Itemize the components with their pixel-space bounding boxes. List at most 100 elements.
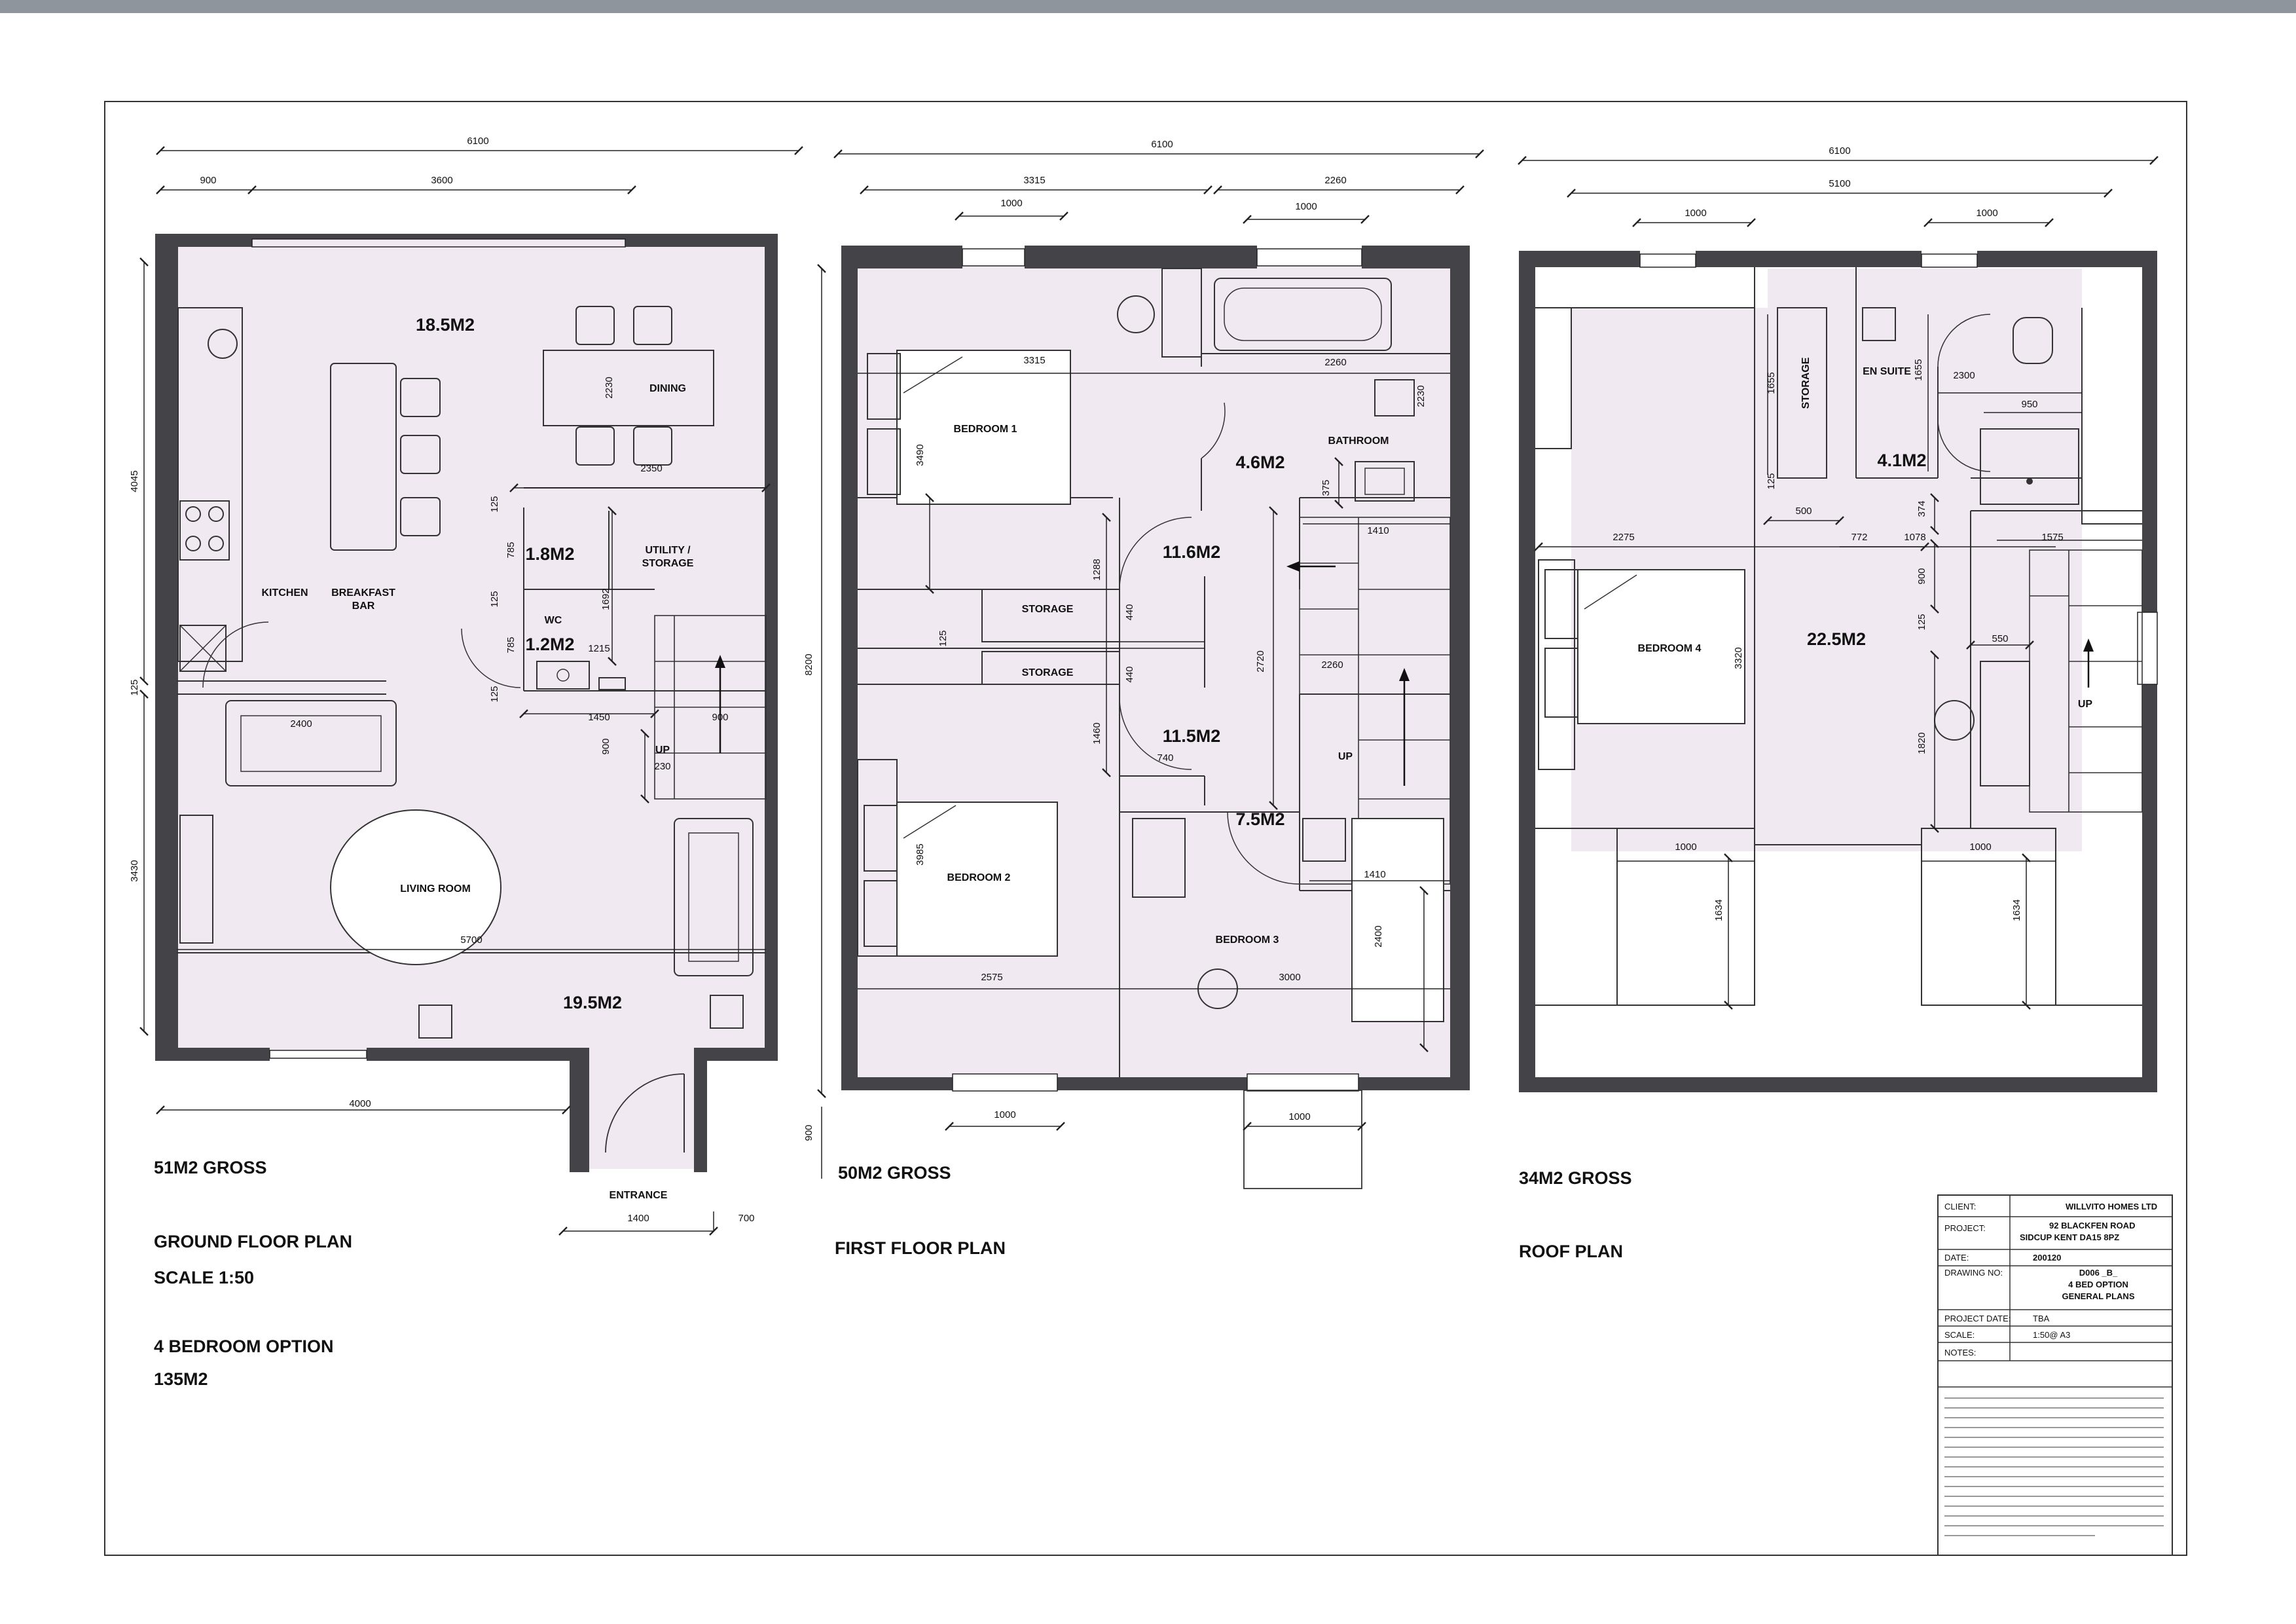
ground-total: 135M2 xyxy=(154,1369,208,1389)
first-dim-1288: 1288 xyxy=(1091,559,1102,580)
roof-upper-fill xyxy=(1768,268,2082,314)
label-bedroom-1: BEDROOM 1 xyxy=(954,424,1017,435)
tb-scale-value: 1:50@ A3 xyxy=(2033,1330,2070,1340)
area-wc: 1.2M2 xyxy=(525,635,574,654)
ensuite-toilet xyxy=(2013,317,2053,364)
label-bedroom-3: BEDROOM 3 xyxy=(1216,934,1279,946)
ground-dim-125b: 125 xyxy=(489,591,500,607)
bed-4 xyxy=(1577,569,1745,724)
roof-dim-1000b: 1000 xyxy=(1976,208,1997,219)
roof-eaves xyxy=(1535,307,2142,1006)
first-floor-plan: 6100 3315 2260 1000 1000 3315 2260 2230 … xyxy=(803,139,1484,1258)
roof-gross: 34M2 GROSS xyxy=(1519,1168,1632,1188)
first-dim-375: 375 xyxy=(1321,479,1332,496)
tb-projdate-label: PROJECT DATE: xyxy=(1944,1314,2011,1323)
roof-dim-overall: 6100 xyxy=(1829,145,1850,157)
ground-dim-overall: 6100 xyxy=(467,136,488,147)
label-bathroom: BATHROOM xyxy=(1328,435,1389,447)
label-entrance: ENTRANCE xyxy=(610,1190,668,1201)
tb-date-label: DATE: xyxy=(1944,1253,1969,1263)
breakfast-bar xyxy=(330,363,397,551)
entrance-fill xyxy=(586,1058,694,1169)
tv-unit xyxy=(179,815,213,944)
roof-dimension-lines xyxy=(1518,156,2159,1010)
wardrobe-1 xyxy=(1161,268,1202,358)
label-storage-2: STORAGE xyxy=(1022,667,1074,678)
roof-title: ROOF PLAN xyxy=(1519,1242,1623,1261)
first-dim-1410b: 1410 xyxy=(1364,869,1385,880)
ground-option: 4 BEDROOM OPTION xyxy=(154,1337,334,1356)
first-title: FIRST FLOOR PLAN xyxy=(835,1238,1006,1258)
wc-basin xyxy=(536,661,590,690)
roof-dim-1000a: 1000 xyxy=(1685,208,1706,219)
ground-dim-2400: 2400 xyxy=(290,718,312,729)
label-bedroom-2: BEDROOM 2 xyxy=(947,872,1011,883)
tb-project-label: PROJECT: xyxy=(1944,1223,1986,1233)
ground-dim-2230: 2230 xyxy=(604,377,615,398)
sheet-border xyxy=(104,101,2187,1556)
living-rug xyxy=(330,809,501,965)
ensuite-basin xyxy=(1862,307,1896,341)
first-walls xyxy=(841,246,1470,1090)
ground-dim-900: 900 xyxy=(200,175,216,186)
first-dim-440b: 440 xyxy=(1124,666,1135,682)
first-dim-2230: 2230 xyxy=(1415,385,1427,407)
label-storage-1: STORAGE xyxy=(1022,604,1074,615)
roof-dim-3320: 3320 xyxy=(1733,647,1744,669)
ground-dim-3430: 3430 xyxy=(129,860,140,881)
bed-1-side xyxy=(1117,295,1155,333)
tb-disclaimer-fineprint xyxy=(1944,1397,2164,1536)
label-up-roof: UP xyxy=(2078,699,2093,710)
ground-stairs xyxy=(654,615,767,800)
label-utility-1: UTILITY / xyxy=(645,545,691,556)
label-roof-storage: STORAGE xyxy=(1800,357,1812,409)
first-dim-2260c: 2260 xyxy=(1321,659,1343,671)
roof-dim-550: 550 xyxy=(1992,633,2008,644)
ground-dim-125a: 125 xyxy=(489,496,500,512)
first-dim-2575: 2575 xyxy=(981,972,1002,983)
bath-toilet xyxy=(1374,379,1415,416)
first-dim-1000a: 1000 xyxy=(1000,198,1022,209)
first-dim-1000c: 1000 xyxy=(994,1109,1015,1120)
label-living: LIVING ROOM xyxy=(400,883,471,895)
bed-4-wardrobe xyxy=(1538,559,1575,770)
first-dim-3000: 3000 xyxy=(1279,972,1300,983)
storage-cupboard-2 xyxy=(981,651,1120,685)
label-bedroom-4: BEDROOM 4 xyxy=(1638,643,1702,654)
tb-project-value2: SIDCUP KENT DA15 8PZ xyxy=(2020,1232,2119,1242)
ground-window-top xyxy=(251,238,626,248)
roof-dim-1655: 1655 xyxy=(1766,372,1777,394)
ground-dim-125c: 125 xyxy=(489,686,500,702)
storage-cupboard-1 xyxy=(981,589,1120,642)
first-dim-3490: 3490 xyxy=(915,444,926,466)
ground-dim-785b: 785 xyxy=(505,637,517,653)
ground-dim-900b: 900 xyxy=(600,738,611,754)
dining-chairs xyxy=(575,306,672,466)
roof-dim-772: 772 xyxy=(1851,532,1867,543)
ground-walls xyxy=(155,234,778,1172)
roof-dim-1655b: 1655 xyxy=(1913,359,1924,380)
fridge xyxy=(179,625,227,672)
bed-3-desk xyxy=(1132,818,1186,898)
ground-dim-785a: 785 xyxy=(505,542,517,558)
first-dim-1460: 1460 xyxy=(1091,722,1102,744)
area-landing: 11.6M2 xyxy=(1163,542,1221,562)
bed-4-pillows xyxy=(1544,569,1578,718)
first-dim-3985: 3985 xyxy=(915,843,926,865)
ensuite-shower xyxy=(1980,428,2079,505)
area-dining: 18.5M2 xyxy=(416,315,475,335)
ground-dim-1400: 1400 xyxy=(627,1213,649,1224)
area-bedroom-4: 22.5M2 xyxy=(1807,629,1866,649)
area-ensuite: 4.1M2 xyxy=(1877,451,1926,470)
ground-dim-1692: 1692 xyxy=(600,588,611,610)
first-dim-2400: 2400 xyxy=(1373,925,1384,947)
area-bedroom-3: 7.5M2 xyxy=(1235,809,1285,829)
first-gross: 50M2 GROSS xyxy=(838,1163,951,1183)
roof-stairs xyxy=(2029,549,2143,813)
label-kitchen: KITCHEN xyxy=(261,587,308,599)
roof-dim-1634a: 1634 xyxy=(1713,899,1724,921)
roof-side-window xyxy=(2137,612,2158,685)
roof-partitions xyxy=(1754,267,2142,845)
label-utility-2: STORAGE xyxy=(642,558,694,569)
bed-3-drawers xyxy=(1302,818,1346,862)
